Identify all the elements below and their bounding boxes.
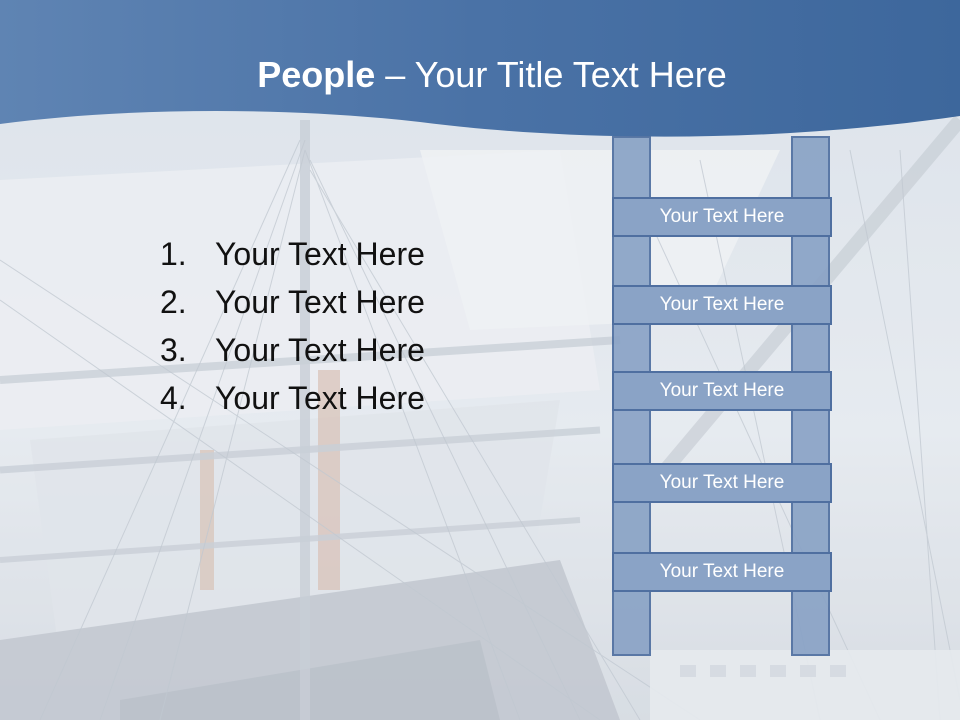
ladder-rung-2: Your Text Here (612, 285, 832, 325)
title-bold: People (257, 54, 376, 95)
list-item: 1. Your Text Here (160, 230, 425, 278)
ladder-rung-3: Your Text Here (612, 371, 832, 411)
ladder-rung-4: Your Text Here (612, 463, 832, 503)
list-item: 4. Your Text Here (160, 374, 425, 422)
list-item: 2. Your Text Here (160, 278, 425, 326)
list-item-text: Your Text Here (215, 236, 425, 272)
list-item-number: 3. (160, 332, 187, 368)
title-rest: – Your Title Text Here (375, 54, 727, 95)
ladder-diagram: Your Text Here Your Text Here Your Text … (612, 136, 834, 658)
list-item-number: 1. (160, 236, 187, 272)
list-item-text: Your Text Here (215, 380, 425, 416)
list-item-number: 2. (160, 284, 187, 320)
numbered-list: 1. Your Text Here 2. Your Text Here 3. Your… (160, 230, 425, 422)
ladder-rung-1: Your Text Here (612, 197, 832, 237)
list-item-text: Your Text Here (215, 284, 425, 320)
list-item-number: 4. (160, 380, 187, 416)
slide-title: People – Your Title Text Here (0, 52, 960, 98)
ladder-rung-5: Your Text Here (612, 552, 832, 592)
list-item: 3. Your Text Here (160, 326, 425, 374)
title-band (0, 0, 960, 137)
list-item-text: Your Text Here (215, 332, 425, 368)
